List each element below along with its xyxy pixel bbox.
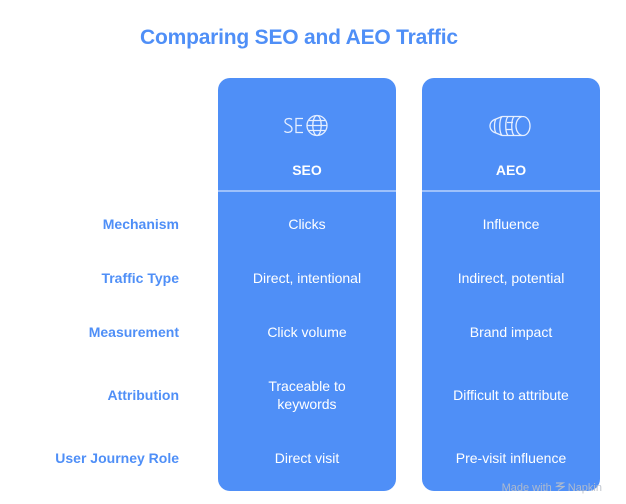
aeo-measurement-value: Brand impact — [469, 324, 553, 340]
seo-header-divider — [218, 190, 396, 192]
row-label-user-journey-role: User Journey Role — [55, 450, 179, 466]
lens-cylinder-icon — [422, 110, 600, 142]
seo-column-heading: SEO — [292, 162, 322, 178]
row-label-attribution: Attribution — [107, 387, 179, 403]
watermark-brand: Napkin — [567, 482, 602, 494]
watermark-prefix: Made with — [501, 482, 552, 494]
seo-user-journey-role-value: Direct visit — [274, 450, 340, 466]
seo-mechanism-value: Clicks — [288, 216, 326, 232]
napkin-logo-icon — [554, 481, 566, 495]
aeo-column-heading: AEO — [495, 162, 527, 178]
seo-globe-icon — [218, 110, 396, 142]
row-label-measurement: Measurement — [88, 324, 179, 340]
aeo-attribution-value: Difficult to attribute — [453, 387, 569, 403]
aeo-column-card: AEO Influence Indirect, potential Brand … — [422, 78, 600, 491]
diagram-title: Comparing SEO and AEO Traffic — [140, 26, 458, 49]
seo-traffic-type-value: Direct, intentional — [252, 270, 362, 286]
aeo-user-journey-role-value: Pre-visit influence — [455, 450, 567, 466]
aeo-mechanism-value: Influence — [482, 216, 540, 232]
seo-attribution-value: Traceable to keywords — [268, 378, 346, 412]
seo-measurement-value: Click volume — [267, 324, 347, 340]
seo-column-card: SEO Clicks Direct, intentional Click vol… — [218, 78, 396, 491]
aeo-header-divider — [422, 190, 600, 192]
row-label-mechanism: Mechanism — [102, 216, 179, 232]
aeo-traffic-type-value: Indirect, potential — [457, 270, 565, 286]
row-label-traffic-type: Traffic Type — [101, 270, 179, 286]
napkin-watermark: Made with Napkin — [502, 481, 602, 495]
